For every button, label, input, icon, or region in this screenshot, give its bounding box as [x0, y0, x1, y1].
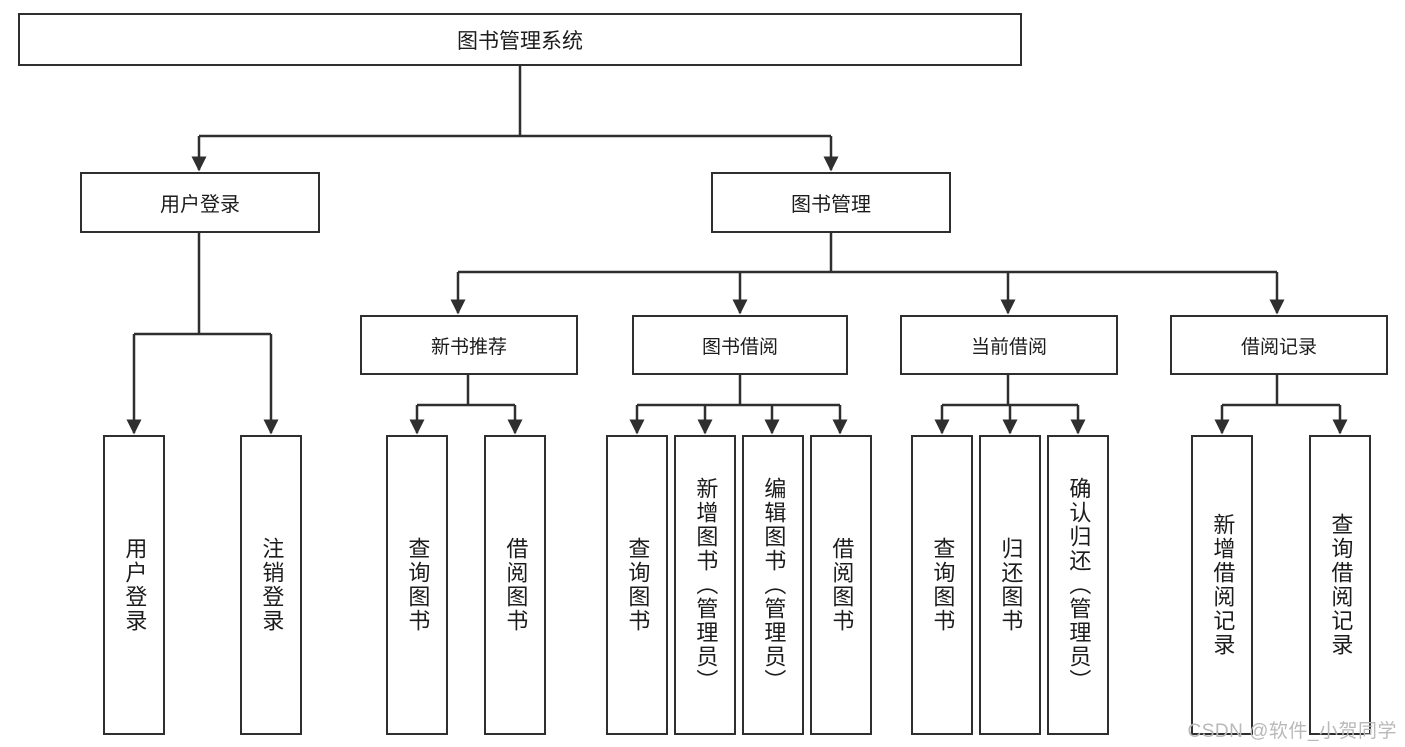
- leaf-query-borrow-record[interactable]: 查询借阅记录: [1309, 435, 1371, 735]
- csdn-watermark: CSDN @软件_小贺同学: [1187, 721, 1397, 742]
- node-user-login[interactable]: 用户登录: [80, 172, 320, 233]
- leaf-logout[interactable]: 注销登录: [240, 435, 302, 735]
- leaf-query-book-recommend[interactable]: 查询图书: [386, 435, 448, 735]
- leaf-return-book[interactable]: 归还图书: [979, 435, 1041, 735]
- leaf-edit-book[interactable]: 编辑图书（管理员）: [742, 435, 804, 735]
- leaf-borrow-book-recommend[interactable]: 借阅图书: [484, 435, 546, 735]
- node-new-book-recommend[interactable]: 新书推荐: [360, 315, 578, 375]
- leaf-add-book[interactable]: 新增图书（管理员）: [674, 435, 736, 735]
- leaf-confirm-return[interactable]: 确认归还（管理员）: [1047, 435, 1109, 735]
- leaf-query-book-current[interactable]: 查询图书: [911, 435, 973, 735]
- leaf-borrow-book[interactable]: 借阅图书: [810, 435, 872, 735]
- node-book-borrow[interactable]: 图书借阅: [632, 315, 848, 375]
- node-current-borrow[interactable]: 当前借阅: [900, 315, 1118, 375]
- node-book-manage[interactable]: 图书管理: [711, 172, 951, 233]
- node-borrow-record[interactable]: 借阅记录: [1170, 315, 1388, 375]
- node-root[interactable]: 图书管理系统: [18, 13, 1022, 66]
- leaf-add-borrow-record[interactable]: 新增借阅记录: [1191, 435, 1253, 735]
- leaf-query-book-borrow[interactable]: 查询图书: [606, 435, 668, 735]
- leaf-user-login[interactable]: 用户登录: [103, 435, 165, 735]
